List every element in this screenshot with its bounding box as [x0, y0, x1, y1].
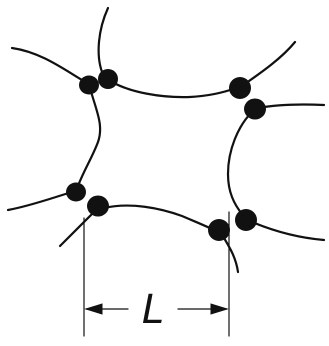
- node-top-right: [229, 77, 251, 99]
- node-top-left-a: [79, 75, 99, 95]
- strand-bottom-left-outer: [6, 190, 74, 212]
- node-bottom-right-b: [235, 209, 257, 231]
- node-top-left-b: [98, 69, 118, 89]
- node-bottom-left-b: [87, 195, 109, 217]
- strand-left-edge: [76, 86, 102, 188]
- node-bottom-right-a: [208, 219, 230, 241]
- dimension-arrow-right-icon: [210, 303, 229, 315]
- strand-right-edge: [226, 110, 254, 216]
- dimension-arrow-left-icon: [84, 303, 103, 315]
- strand-top-edge: [110, 80, 238, 99]
- strand-bottom-edge: [102, 204, 216, 232]
- strand-bottom-right-outer: [250, 220, 326, 242]
- dimension-label: L: [142, 287, 164, 333]
- strand-bottom-left-tail: [58, 208, 98, 248]
- strand-right-outer: [256, 103, 326, 110]
- strand-top-left-outer: [10, 46, 84, 82]
- node-right: [244, 98, 266, 120]
- strand-top-right-outer: [240, 40, 297, 88]
- node-bottom-left-a: [66, 182, 86, 202]
- strand-bottom-right-tail: [222, 236, 240, 274]
- strand-top-left-vertical: [97, 6, 110, 74]
